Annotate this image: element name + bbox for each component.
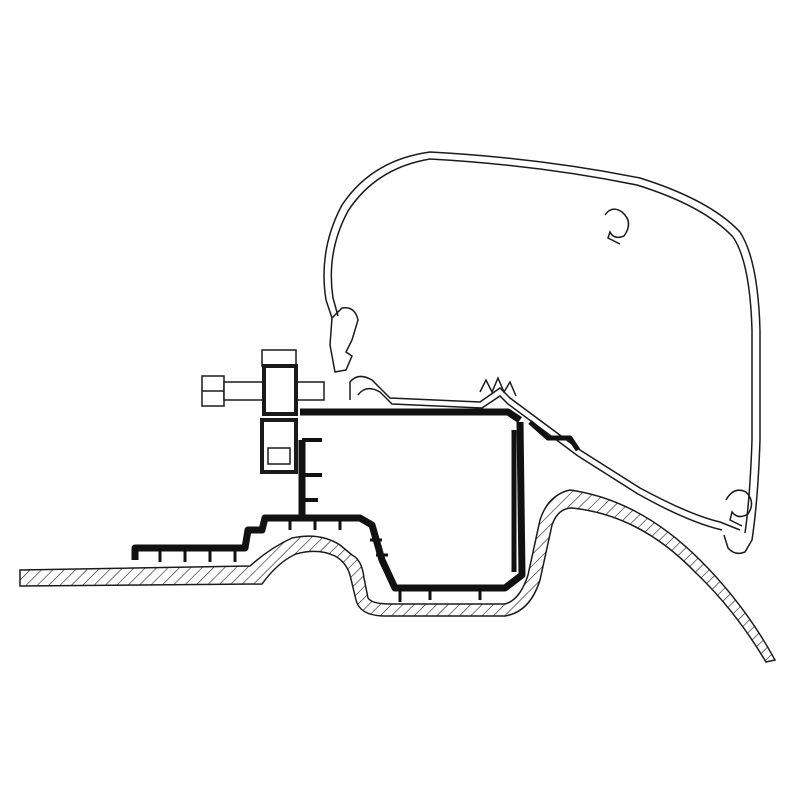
vehicle-roof-section [19,489,777,663]
adapter-front-leg [131,421,526,592]
nut-lower [267,447,291,465]
nut-upper [261,349,297,367]
nut-block-upper [262,364,298,416]
adapter-teeth [158,520,482,602]
casing-lower-outline [349,375,741,531]
adapter-post-flanges [302,438,322,502]
adapter-profile [131,408,581,602]
roof-hatched-profile [19,489,777,663]
casing-ridge [479,376,517,397]
adapter-inner-leg [511,420,581,572]
adapter-top-rail [300,408,522,423]
casing-channel-top [604,208,630,245]
casing-clip-left [329,307,359,373]
casing-channel-bottom [725,489,753,527]
casing-inner-outline [330,158,753,534]
casing-lower-inner [357,387,723,531]
awning-casing [323,151,761,555]
casing-outer-outline [323,151,761,555]
bolt-assembly [201,349,325,474]
